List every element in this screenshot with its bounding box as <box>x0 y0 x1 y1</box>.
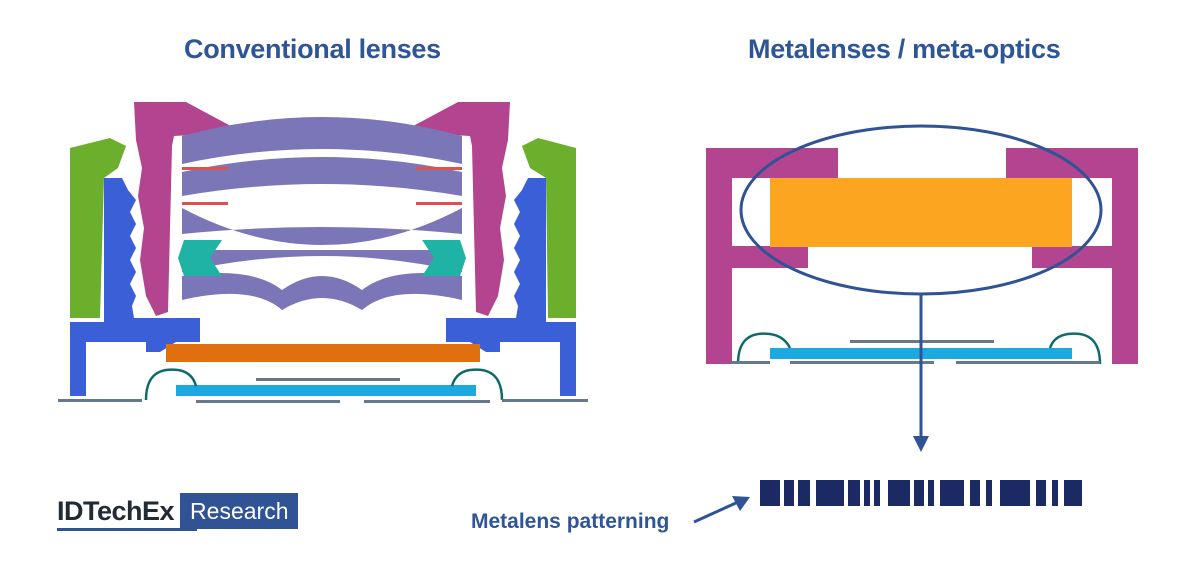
metalens-patterning-label: Metalens patterning <box>471 510 670 533</box>
logo-brand: IDTechEx <box>57 496 175 526</box>
pattern-bar <box>928 480 934 506</box>
bond-wire-right <box>450 368 504 401</box>
metalens-pcb-line-center-left <box>790 361 934 364</box>
metalenses-title: Metalenses / meta-optics <box>748 34 1061 64</box>
pattern-bar <box>816 480 844 506</box>
pattern-bar <box>848 480 860 506</box>
teal-spacer-left <box>178 240 222 276</box>
logo-underline <box>57 528 197 531</box>
pattern-bar <box>1036 480 1046 506</box>
pattern-bar <box>986 480 992 506</box>
red-spacer-left-2 <box>182 202 228 205</box>
pattern-bar <box>940 480 964 506</box>
pattern-bar <box>760 480 780 506</box>
metalens-module <box>693 124 1138 524</box>
image-sensor <box>176 385 476 396</box>
lens-element-1 <box>182 117 462 164</box>
callout-arrow-icon <box>693 500 739 524</box>
pcb-line-left <box>58 399 142 402</box>
lens-element-3 <box>182 208 462 245</box>
conventional-lens-module <box>58 102 588 403</box>
metalens-bond-wire-left <box>736 332 792 365</box>
pattern-bar <box>1052 480 1058 506</box>
magenta-barrel-right <box>402 102 510 316</box>
red-spacer-left-1 <box>182 167 228 170</box>
metalens-pcb-line-left <box>730 361 770 364</box>
pattern-bar <box>874 480 880 506</box>
green-housing-right <box>522 138 576 318</box>
callout-arrow-head-icon <box>732 496 750 511</box>
teal-spacer-right <box>422 240 466 276</box>
pcb-line-center-left <box>196 400 340 403</box>
pattern-bar <box>1064 480 1082 506</box>
lens-element-2 <box>182 157 462 196</box>
pattern-bar <box>970 480 980 506</box>
lens-element-4 <box>182 250 462 272</box>
metalens-bond-wire-right <box>1048 332 1102 365</box>
sensor-die-line <box>256 378 400 381</box>
green-housing-left <box>70 138 126 318</box>
blue-mount-right <box>446 178 576 396</box>
pattern-bar <box>798 480 810 506</box>
blue-mount-left <box>70 178 200 396</box>
metalens-pattern <box>760 480 1082 506</box>
conventional-lenses-title: Conventional lenses <box>184 34 441 64</box>
bond-wire-left <box>144 368 198 401</box>
lens-element-5 <box>182 273 462 310</box>
idtechex-logo: IDTechEx Research <box>57 493 299 529</box>
metalens-pcb-line-center-right <box>956 361 1100 364</box>
pattern-bar <box>784 480 794 506</box>
pcb-line-center-right <box>364 400 490 403</box>
pattern-bar <box>914 480 924 506</box>
magenta-barrel-left <box>134 102 242 316</box>
arrow-head-icon <box>913 436 929 452</box>
pattern-bar <box>1000 480 1030 506</box>
pcb-line-right <box>502 399 588 402</box>
pattern-bar <box>888 480 910 506</box>
logo-tag: Research <box>180 493 299 529</box>
red-spacer-right-1 <box>416 167 462 170</box>
red-spacer-right-2 <box>416 202 462 205</box>
ir-filter <box>166 344 480 362</box>
pattern-bar <box>864 480 870 506</box>
metalens-element <box>770 178 1072 247</box>
